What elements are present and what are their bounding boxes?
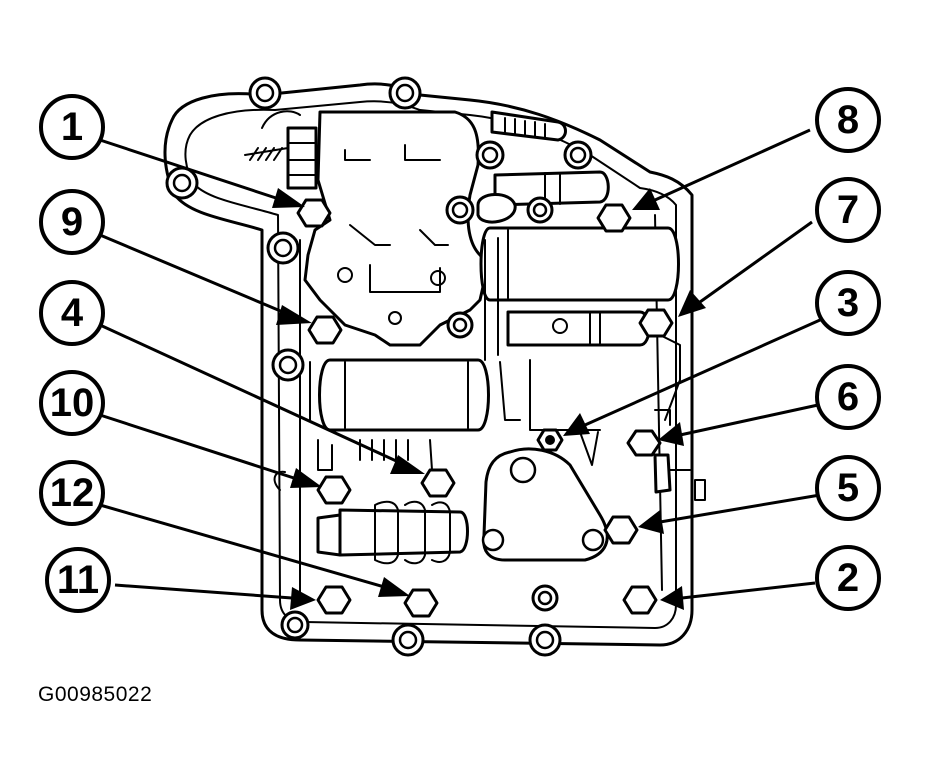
leader-12	[99, 503, 389, 590]
callout-2: 2	[815, 545, 881, 611]
callout-label: 2	[837, 556, 859, 600]
leader-10	[99, 413, 301, 482]
solenoid-connector	[244, 110, 318, 190]
hex-bolt-11	[316, 585, 352, 615]
callout-6: 6	[815, 364, 881, 430]
accumulator-plate	[481, 447, 609, 562]
bolt	[526, 196, 554, 224]
leader-8	[654, 128, 811, 202]
callout-label: 10	[50, 381, 95, 425]
callout-label: 1	[61, 105, 83, 149]
callout-label: 5	[837, 466, 859, 510]
callout-label: 9	[61, 200, 83, 244]
leader-6	[679, 403, 819, 437]
upper-plate	[303, 110, 490, 347]
callout-11: 11	[45, 547, 111, 613]
callout-label: 8	[837, 98, 859, 142]
lower-main-cylinder	[309, 358, 601, 432]
accumulator-spring	[273, 470, 469, 565]
callout-9: 9	[39, 189, 105, 255]
detent-springs	[317, 439, 433, 471]
housing-bolts	[165, 76, 593, 657]
bolt	[563, 140, 593, 170]
callout-7: 7	[815, 177, 881, 243]
hex-bolt-8	[596, 203, 632, 233]
hex-bolt-9	[307, 315, 343, 345]
leader-2	[681, 581, 816, 600]
figure-code: G00985022	[38, 683, 153, 706]
callout-3: 3	[815, 270, 881, 336]
hex-bolt-4	[420, 468, 456, 498]
bolt	[528, 623, 562, 657]
callout-10: 10	[39, 370, 105, 436]
leader-4	[99, 323, 406, 467]
callout-12: 12	[39, 460, 105, 526]
hex-bolt-10	[316, 475, 352, 505]
leader-11	[114, 583, 293, 600]
callout-4: 4	[39, 280, 105, 346]
bolt	[266, 231, 300, 265]
bolt	[165, 166, 199, 200]
bolt	[388, 76, 422, 110]
bolt	[271, 348, 305, 382]
target-bolts	[296, 198, 674, 618]
callout-label: 7	[837, 188, 859, 232]
bolt	[531, 584, 559, 612]
bolt	[445, 195, 475, 225]
hex-bolt-5	[603, 515, 639, 545]
hex-bolt-3	[536, 428, 564, 452]
upper-main-cylinder	[479, 226, 680, 361]
hex-bolt-6	[626, 429, 662, 457]
leader-7	[699, 220, 813, 304]
leader-3	[584, 318, 821, 427]
bolt	[248, 76, 282, 110]
callout-label: 12	[50, 471, 95, 515]
callout-label: 4	[61, 291, 84, 335]
leader-5	[659, 493, 821, 524]
bolt	[475, 140, 505, 170]
hex-bolt-12	[403, 588, 439, 618]
bolt	[280, 610, 310, 640]
callout-5: 5	[815, 455, 881, 521]
hex-bolt-1	[296, 198, 332, 228]
callout-label: 11	[57, 558, 99, 602]
hex-bolt-2	[622, 585, 658, 615]
leader-lines	[99, 128, 821, 610]
callout-label: 3	[837, 281, 859, 325]
leader-1	[99, 138, 283, 202]
callout-label: 6	[837, 375, 859, 419]
right-fitting	[579, 409, 706, 501]
hex-bolt-7	[638, 308, 674, 338]
bolt	[446, 311, 474, 339]
leader-9	[99, 233, 291, 317]
top-right-clip	[490, 110, 567, 142]
bolt	[391, 623, 425, 657]
callouts: 1 8 9 7 4 3 10 6	[39, 87, 881, 613]
upper-right-tube	[476, 170, 610, 224]
callout-1: 1	[39, 94, 105, 160]
callout-8: 8	[815, 87, 881, 153]
